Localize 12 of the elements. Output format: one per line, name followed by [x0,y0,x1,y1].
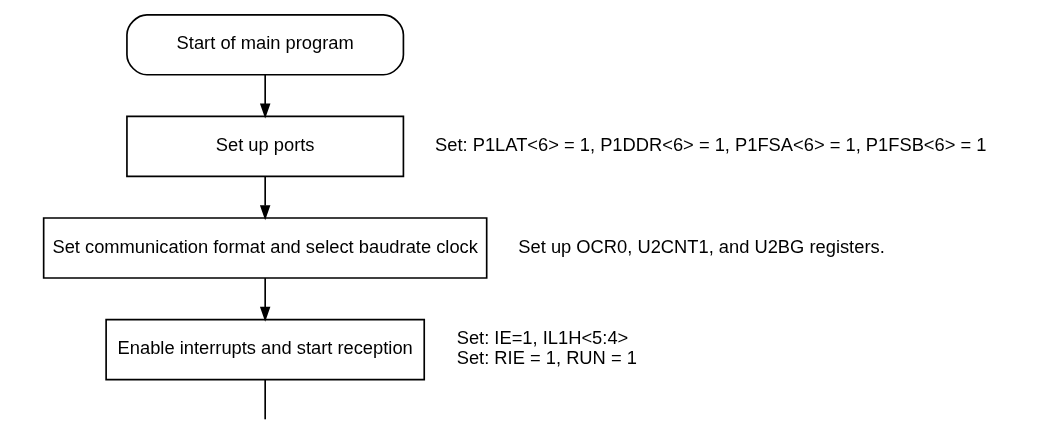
arrow [259,175,271,221]
node-box: Set communication format and select baudrate clock [42,217,488,279]
node-box: Start of main program [126,13,405,76]
node-label: Set up OCR0, U2CNT1, and U2BG registers. [518,235,885,257]
node-label: Set: RIE = 1, RUN = 1 [456,347,637,369]
node-label: Set: P1LAT<6> = 1, P1DDR<6> = 1, P1FSA<6> = 1, P1FSB<6> = 1 [435,134,987,156]
connector [264,378,266,421]
arrow [259,277,271,322]
node-label: Set: IE=1, IL1H<5:4> [456,327,629,349]
node-box: Enable interrupts and start reception [105,318,426,381]
arrow [259,74,271,119]
node-box: Set up ports [126,115,405,178]
